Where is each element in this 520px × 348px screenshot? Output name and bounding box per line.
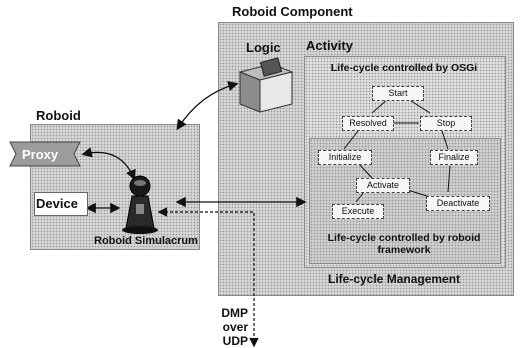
framework-lifecycle-caption: Life-cycle controlled by roboid framewor… — [327, 232, 481, 256]
logic-title: Logic — [246, 40, 281, 55]
state-resolved: Resolved — [342, 116, 394, 131]
lifecycle-management-title: Life-cycle Management — [328, 272, 461, 286]
state-initialize: Initialize — [318, 150, 372, 165]
roboid-panel — [30, 124, 200, 250]
roboid-component-title: Roboid Component — [232, 4, 353, 19]
osgi-lifecycle-title: Life-cycle controlled by OSGi — [330, 62, 478, 74]
state-finalize: Finalize — [430, 150, 478, 165]
device-box — [34, 192, 88, 216]
dmp-label-line1: DMP — [221, 306, 248, 320]
state-execute: Execute — [332, 204, 384, 219]
dmp-label: DMP over UDP — [194, 306, 248, 348]
device-label: Device — [36, 196, 78, 211]
state-start: Start — [372, 86, 424, 101]
activity-title: Activity — [306, 38, 353, 53]
roboid-simulacrum-label: Roboid Simulacrum — [94, 235, 198, 247]
roboid-title: Roboid — [36, 108, 81, 123]
state-activate: Activate — [356, 178, 410, 193]
dmp-label-line2: over UDP — [222, 320, 248, 348]
state-stop: Stop — [420, 116, 472, 131]
proxy-label: Proxy — [22, 147, 59, 162]
state-deactivate: Deactivate — [426, 196, 490, 211]
